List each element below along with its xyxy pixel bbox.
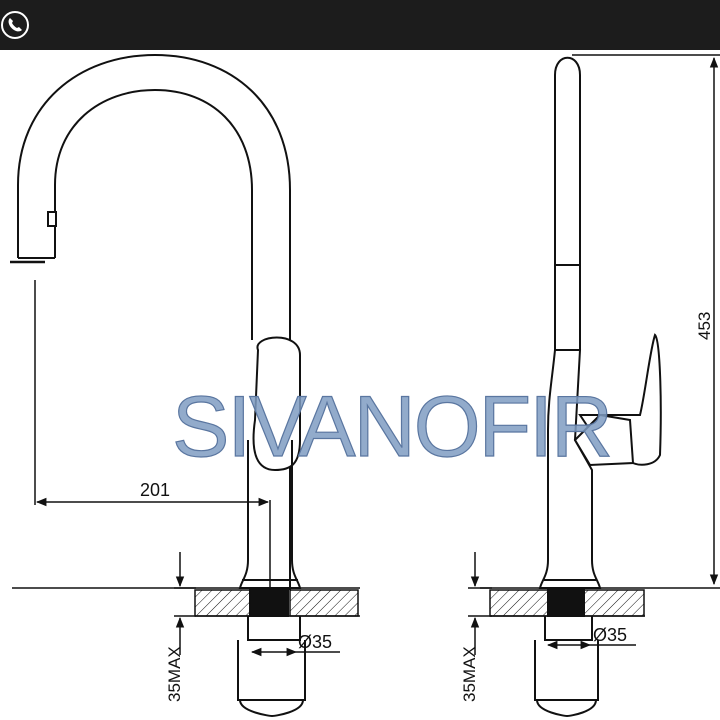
hole-label-right: Ø35 bbox=[593, 625, 627, 645]
phone-icon[interactable] bbox=[1, 11, 29, 39]
hole-label-left: Ø35 bbox=[298, 632, 332, 652]
front-deck bbox=[12, 587, 360, 617]
height-dimension bbox=[572, 54, 720, 586]
side-deck bbox=[480, 587, 720, 617]
deck-dimension-right bbox=[468, 552, 492, 655]
faucet-technical-drawing: 201 35MAX Ø35 453 bbox=[10, 53, 720, 717]
front-shank bbox=[249, 587, 289, 617]
deck-label-left: 35MAX bbox=[165, 646, 184, 702]
side-spout bbox=[554, 56, 581, 350]
top-bar bbox=[0, 0, 720, 50]
deck-label-right: 35MAX bbox=[460, 646, 479, 702]
reach-dimension bbox=[34, 280, 271, 588]
height-label: 453 bbox=[695, 312, 714, 340]
reach-label: 201 bbox=[140, 480, 170, 500]
spray-button bbox=[47, 211, 57, 227]
front-handle bbox=[252, 336, 301, 472]
side-shank bbox=[547, 587, 585, 617]
deck-dimension-left bbox=[174, 552, 196, 655]
watermark-logo: SIVANOFIR bbox=[172, 379, 611, 475]
side-view bbox=[534, 56, 662, 717]
front-spout-outline bbox=[17, 53, 291, 590]
front-spout-inner bbox=[54, 88, 253, 340]
side-body bbox=[538, 349, 602, 589]
